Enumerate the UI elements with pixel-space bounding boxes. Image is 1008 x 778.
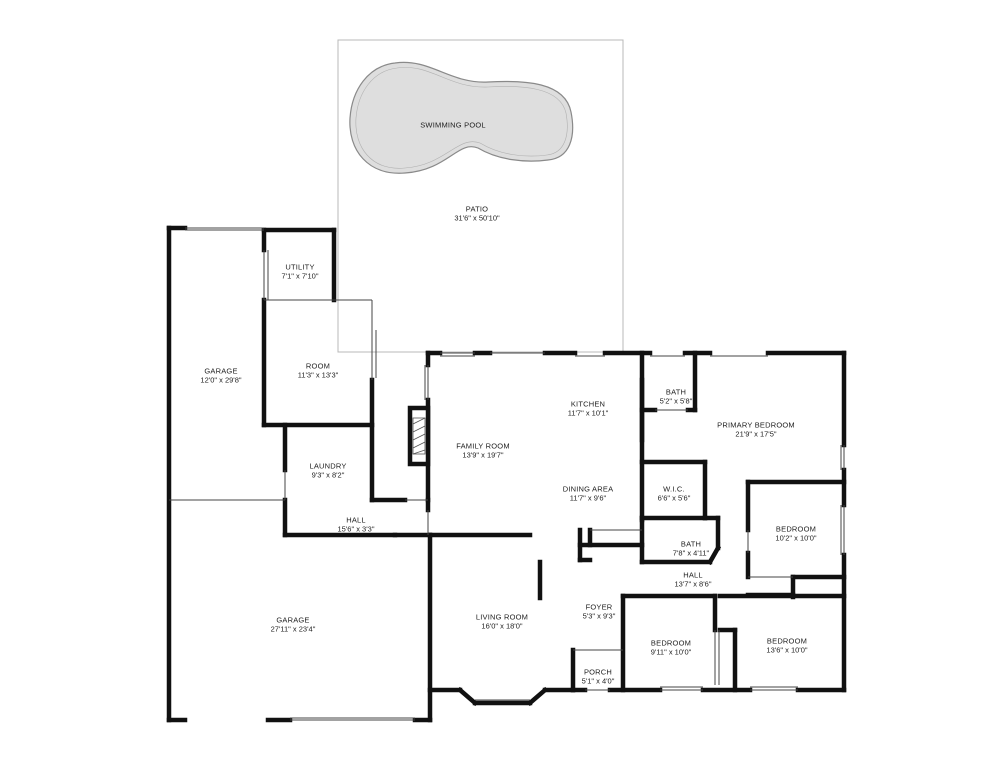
room-label-dining-area: DINING AREA 11'7" x 9'6"	[563, 485, 614, 504]
room-name: UTILITY	[285, 262, 315, 272]
room-name: HALL	[346, 515, 366, 525]
room-name: GARAGE	[276, 615, 310, 625]
swimming-pool-shape	[349, 61, 574, 174]
thin-walls	[169, 227, 845, 721]
room-dims: 13'9" x 19'7"	[462, 451, 504, 460]
room-label-laundry: LAUNDRY 9'3" x 8'2"	[309, 462, 346, 481]
room-label-porch: PORCH 5'1" x 4'0"	[582, 668, 615, 687]
room-name: SWIMMING POOL	[420, 120, 486, 130]
fireplace-icon	[412, 417, 426, 455]
room-name: BEDROOM	[650, 638, 692, 648]
room-label-patio: PATIO 31'6" x 50'10"	[454, 205, 499, 224]
room-name: PORCH	[583, 667, 613, 677]
room-name: KITCHEN	[570, 399, 606, 409]
room-label-utility: UTILITY 7'1" x 7'10"	[282, 263, 319, 282]
room-name: LAUNDRY	[309, 461, 347, 471]
room-label-bedroom-southeast: BEDROOM 13'6" x 10'0"	[766, 637, 807, 656]
room-dims: 9'3" x 8'2"	[311, 471, 345, 480]
room-name: PRIMARY BEDROOM	[717, 420, 795, 430]
room-dims: 27'11" x 23'4"	[270, 625, 316, 634]
room-name: BEDROOM	[775, 524, 817, 534]
room-dims: 16'0" x 18'0"	[481, 622, 523, 631]
room-label-swimming-pool: SWIMMING POOL	[420, 120, 486, 129]
room-label-bath-mid: BATH 7'8" x 4'11"	[673, 540, 709, 559]
room-dims: 7'8" x 4'11"	[672, 549, 710, 558]
room-dims: 31'6" x 50'10"	[454, 214, 500, 223]
room-name: PATIO	[465, 204, 489, 214]
walls	[166, 225, 847, 723]
room-name: BATH	[680, 539, 702, 549]
room-dims: 9'11" x 10'0"	[650, 648, 692, 657]
room-dims: 13'6" x 10'0"	[766, 646, 808, 655]
room-label-bedroom-east: BEDROOM 10'2" x 10'0"	[775, 525, 816, 544]
room-dims: 5'2" x 5'8"	[659, 397, 693, 406]
room-dims: 5'1" x 4'0"	[581, 677, 615, 686]
room-label-kitchen: KITCHEN 11'7" x 10'1"	[568, 400, 609, 419]
room-label-hall-east: HALL 13'7" x 8'6"	[675, 571, 712, 590]
room-label-foyer: FOYER 5'3" x 9'3"	[583, 603, 616, 622]
room-label-wic: W.I.C. 6'6" x 5'6"	[658, 485, 691, 504]
swimming-pool-inner	[355, 67, 568, 169]
room-dims: 6'6" x 5'6"	[657, 494, 691, 503]
room-label-garage-large: GARAGE 27'11" x 23'4"	[271, 616, 316, 635]
room-name: ROOM	[305, 361, 331, 371]
room-label-hall-west: HALL 15'6" x 3'3"	[338, 516, 375, 535]
room-name: BATH	[665, 387, 687, 397]
room-name: HALL	[683, 570, 703, 580]
room-dims: 10'2" x 10'0"	[775, 534, 817, 543]
room-label-living-room: LIVING ROOM 16'0" x 18'0"	[476, 613, 528, 632]
room-dims: 11'7" x 9'6"	[569, 494, 607, 503]
room-name: W.I.C.	[663, 484, 685, 494]
room-name: FOYER	[585, 602, 613, 612]
room-label-garage-small: GARAGE 12'0" x 29'8"	[200, 367, 241, 386]
room-dims: 13'7" x 8'6"	[674, 580, 712, 589]
room-label-family-room: FAMILY ROOM 13'9" x 19'7"	[456, 442, 510, 461]
room-name: FAMILY ROOM	[456, 441, 510, 451]
room-name: BEDROOM	[766, 636, 808, 646]
room-name: GARAGE	[204, 366, 238, 376]
room-dims: 15'6" x 3'3"	[337, 525, 375, 534]
room-dims: 7'1" x 7'10"	[281, 272, 319, 281]
room-label-bedroom-south: BEDROOM 9'11" x 10'0"	[651, 639, 692, 658]
room-dims: 11'7" x 10'1"	[567, 409, 609, 418]
room-dims: 12'0" x 29'8"	[200, 376, 242, 385]
room-label-bath-top: BATH 5'2" x 5'8"	[660, 388, 693, 407]
room-label-room: ROOM 11'3" x 13'3"	[298, 362, 339, 381]
room-dims: 11'3" x 13'3"	[297, 371, 339, 380]
room-name: LIVING ROOM	[475, 612, 529, 622]
room-dims: 21'9" x 17'5"	[735, 430, 777, 439]
room-label-primary-bedroom: PRIMARY BEDROOM 21'9" x 17'5"	[717, 421, 795, 440]
room-name: DINING AREA	[562, 484, 614, 494]
room-dims: 5'3" x 9'3"	[582, 612, 616, 621]
